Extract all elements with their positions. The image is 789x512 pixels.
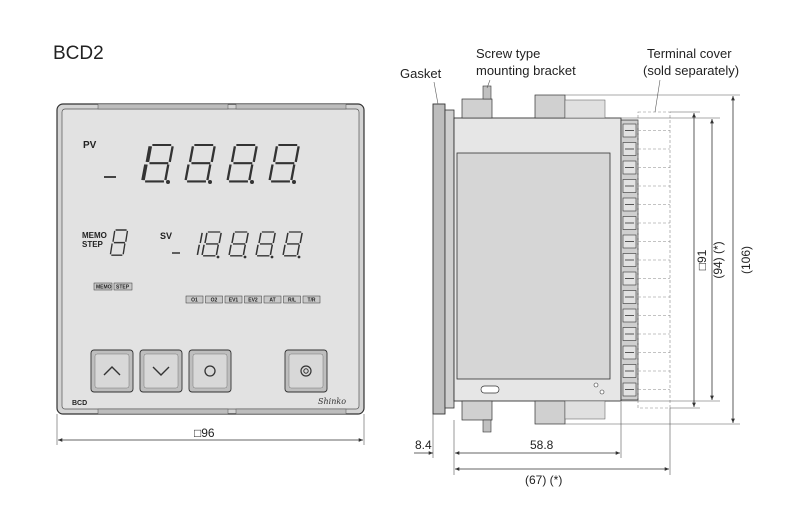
side-depth-dimensions: 8.4 58.8 (67) (*) <box>414 402 671 487</box>
sv-display <box>172 231 303 259</box>
terminal-cover-label-line1: Terminal cover <box>647 46 732 61</box>
pv-display <box>104 143 300 184</box>
set-icon <box>300 365 312 377</box>
indicator-lamp-label: O2 <box>211 298 218 304</box>
indicator-lamp <box>224 295 243 304</box>
up-button[interactable] <box>90 349 134 393</box>
cover-height-label: (94) (*) <box>711 241 725 278</box>
model-title: BCD2 <box>53 43 104 64</box>
body-depth-label: 58.8 <box>530 438 554 452</box>
step-label: STEP <box>82 240 104 249</box>
indicator-lamp-label: EV2 <box>248 298 258 304</box>
indicator-lamp-label: O1 <box>191 298 198 304</box>
brand-logo: Shinko <box>318 397 346 406</box>
mode-button[interactable] <box>188 349 232 393</box>
side-view <box>432 85 671 433</box>
down-button[interactable] <box>139 349 183 393</box>
side-height-dimensions: □91 (94) (*) (106) <box>565 94 753 425</box>
sv-label: SV <box>160 231 172 241</box>
step-indicator <box>113 282 133 291</box>
front-panel: PV MEMO STEP SV <box>56 103 365 415</box>
bracket-label-line2: mounting bracket <box>476 63 576 78</box>
chevron-up-icon <box>103 366 121 376</box>
total-depth-label: (67) (*) <box>525 473 562 487</box>
chevron-down-icon <box>152 366 170 376</box>
front-width-label: □96 <box>194 426 215 440</box>
mode-icon <box>204 365 216 377</box>
front-width-dimension: □96 <box>56 414 365 445</box>
memo-label: MEMO <box>82 231 107 240</box>
memo-indicator-text: MEMO <box>96 285 112 291</box>
pv-label: PV <box>83 140 97 151</box>
set-button[interactable] <box>284 349 328 393</box>
step-indicator-text: STEP <box>116 285 130 291</box>
front-thickness-label: 8.4 <box>415 438 432 452</box>
cutout-height-label: □91 <box>695 249 709 270</box>
indicator-lamp-label: R/L <box>288 298 296 304</box>
gasket-label: Gasket <box>400 66 442 81</box>
terminal-cover-label-line2: (sold separately) <box>643 63 739 78</box>
indicator-lamp <box>263 295 282 304</box>
indicator-lamp <box>205 295 223 304</box>
indicator-lamp <box>302 295 321 304</box>
indicator-lamp-label: AT <box>269 298 275 304</box>
bracket-label-line1: Screw type <box>476 46 540 61</box>
indicator-lamp <box>244 295 262 304</box>
model-label: BCD <box>72 400 87 407</box>
indicator-lamp-label: EV1 <box>229 298 239 304</box>
indicator-lamp <box>185 295 204 304</box>
total-height-label: (106) <box>739 246 753 274</box>
indicator-lamp-label: T/R <box>307 298 315 304</box>
indicator-lamp <box>283 295 301 304</box>
memo-indicator <box>93 282 113 291</box>
indicator-row: O1 O2 EV1 EV2 AT R/L T/R <box>185 295 321 304</box>
